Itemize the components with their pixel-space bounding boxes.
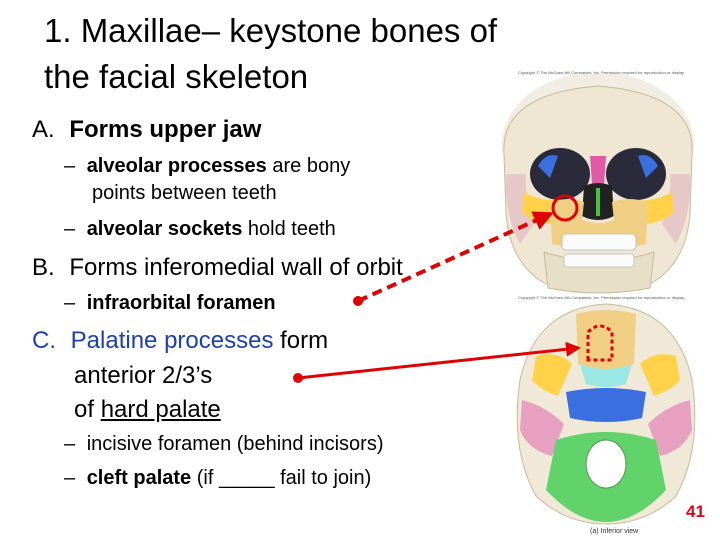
bullet-text: (if _____ fail to join)	[191, 467, 372, 489]
section-b-text: Forms inferomedial wall of orbit	[69, 254, 403, 281]
bullet-dash: –	[64, 467, 76, 489]
section-a-bullet-1-continued: points between teeth	[92, 182, 277, 204]
section-a-text: Forms upper jaw	[69, 116, 262, 143]
bullet-bold-term: cleft palate	[86, 467, 192, 489]
copyright-notice-bottom: Copyright © The McGraw-Hill Companies, I…	[518, 295, 685, 300]
bullet-bold-term: alveolar sockets	[86, 218, 243, 240]
temporal-base-right	[648, 400, 692, 456]
section-c-blue-term: Palatine processes	[70, 327, 274, 354]
sphenoid-left	[538, 155, 558, 178]
orbit-right	[606, 148, 666, 200]
bullet-bold-term: alveolar processes	[86, 155, 267, 177]
bullet-dash: –	[64, 155, 76, 177]
section-c-line-3-pre: of	[74, 396, 101, 423]
page-number: 41	[686, 502, 705, 521]
figure-caption: (a) Inferior view	[590, 528, 639, 535]
inferior-skull-figure	[516, 303, 696, 525]
anterior-skull-figure	[502, 74, 694, 294]
foramen-magnum	[585, 439, 627, 489]
sphenoid-right	[638, 155, 658, 178]
zygomatic-arch-right	[640, 354, 680, 396]
section-c-label: C.	[32, 327, 56, 354]
temporal-base-left	[520, 400, 564, 456]
slide-title-line-2: the facial skeleton	[44, 58, 309, 95]
vomer	[596, 188, 600, 216]
bullet-dash: –	[64, 433, 76, 455]
section-c-heading: C. Palatine processes form	[32, 327, 328, 355]
section-a-label: A.	[32, 116, 55, 143]
section-c-bullet-2: – cleft palate (if _____ fail to join)	[64, 467, 371, 490]
palatine-bone	[580, 364, 632, 387]
section-c-line-3: of hard palate	[74, 396, 221, 424]
sphenoid-base	[566, 388, 646, 422]
bullet-dash: –	[64, 218, 76, 240]
orbit-left	[530, 148, 590, 200]
section-a-heading: A. Forms upper jaw	[32, 116, 261, 144]
section-b-heading: B. Forms inferomedial wall of orbit	[32, 254, 403, 282]
bullet-text: hold teeth	[242, 218, 336, 240]
upper-teeth	[561, 233, 637, 251]
bullet-bold-term: infraorbital foramen	[86, 292, 276, 314]
palatine-arrow-origin-dot	[293, 373, 303, 383]
section-a-bullet-2: – alveolar sockets hold teeth	[64, 218, 336, 241]
slide-title: 1. Maxillae– keystone bones of the facia…	[44, 8, 497, 100]
hard-palate-region	[576, 310, 636, 369]
section-c-line-2: anterior 2/3’s	[74, 362, 213, 389]
hard-palate-term: hard palate	[100, 396, 221, 423]
temporal-bone-right	[662, 174, 691, 244]
section-a-bullet-1: – alveolar processes are bony	[64, 155, 350, 178]
lower-teeth	[563, 253, 635, 268]
section-c-text: form	[273, 327, 329, 354]
section-b-bullet-1: – infraorbital foramen	[64, 292, 276, 315]
slide-title-line-1: 1. Maxillae– keystone bones of	[44, 12, 498, 49]
bullet-text: incisive foramen (behind incisors)	[86, 433, 384, 455]
section-c-bullet-1: – incisive foramen (behind incisors)	[64, 433, 383, 456]
copyright-notice-top: Copyright © The McGraw-Hill Companies, I…	[518, 70, 685, 75]
nasal-bones	[590, 156, 606, 184]
section-b-label: B.	[32, 254, 55, 281]
infraorbital-arrow-origin-dot	[353, 296, 363, 306]
bullet-text: are bony	[266, 155, 351, 177]
bullet-dash: –	[64, 292, 76, 314]
